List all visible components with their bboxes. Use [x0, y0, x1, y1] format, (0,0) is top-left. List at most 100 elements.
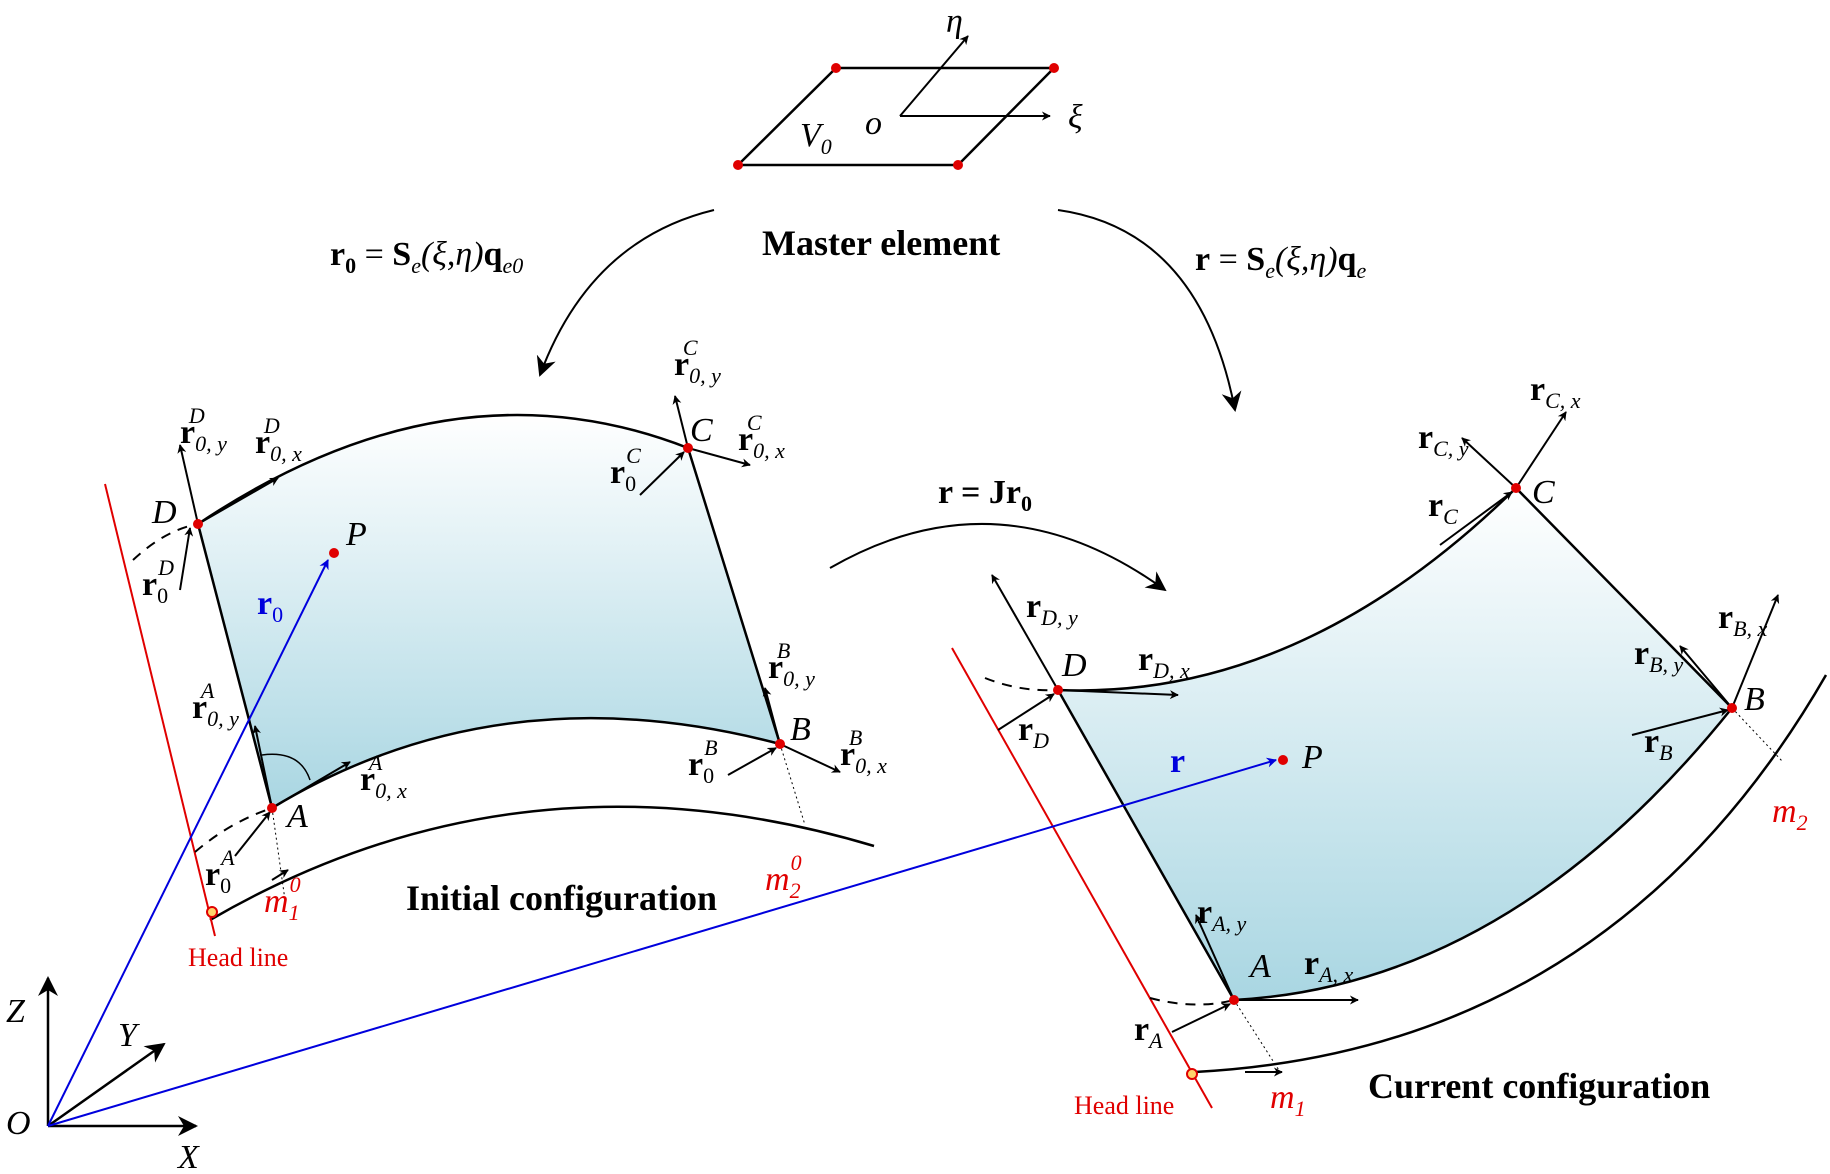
- label-rDx: rD, x: [1138, 641, 1190, 683]
- head-line-label-current: Head line: [1074, 1091, 1174, 1120]
- vec-r0yC: [672, 395, 689, 449]
- initial-head-line: [104, 483, 216, 937]
- vec-r0xA: [271, 761, 351, 809]
- label-rDy: rD, y: [1026, 588, 1078, 630]
- equation-current: r = Se(ξ,η)qe: [1195, 241, 1366, 283]
- node-B-initial: [775, 739, 785, 749]
- node-B-current: [1727, 703, 1737, 713]
- master-element: η ξ o V0 Master element: [733, 3, 1083, 263]
- initial-angle-arc: [261, 753, 311, 781]
- xi-label: ξ: [1068, 99, 1083, 136]
- label-rB: rB: [1644, 723, 1673, 765]
- vec-rB: [1631, 707, 1729, 736]
- label-r0A: r0A: [205, 845, 235, 898]
- label-r0yB: r0, yB: [768, 638, 815, 691]
- current-bottom-curve: [1194, 674, 1828, 1074]
- vec-rC: [1439, 491, 1513, 546]
- vec-r0B: [727, 747, 777, 776]
- initial-configuration: A B C D P r0A r0, yA r0, xA r0, yD r0, x…: [104, 335, 887, 972]
- label-r0yA: r0, yA: [192, 678, 239, 731]
- current-dashed-a: [1149, 997, 1235, 1006]
- vec-r-position: [47, 757, 1277, 1127]
- label-r-position: r: [1170, 743, 1185, 780]
- node-A-current: [1229, 995, 1239, 1005]
- label-C: C: [690, 412, 713, 449]
- label-r0B: r0B: [688, 735, 718, 788]
- arrow-to-initial: [536, 209, 715, 377]
- initial-dotted-a: [271, 807, 286, 901]
- master-element-title: Master element: [762, 223, 1000, 263]
- label-r0yC: r0, yC: [674, 335, 721, 388]
- axis-x-label: X: [176, 1139, 200, 1174]
- current-configuration-title: Current configuration: [1368, 1066, 1710, 1106]
- current-dotted-a: [1233, 999, 1283, 1076]
- axis-z-label: Z: [6, 993, 26, 1030]
- label-D: D: [151, 494, 177, 531]
- label-B: B: [790, 711, 811, 748]
- label-rBy: rB, y: [1634, 635, 1684, 677]
- axis-y: [47, 1042, 166, 1128]
- vec-r0xD: [197, 477, 279, 525]
- label-A-current: A: [1248, 948, 1271, 985]
- vec-m1: [271, 869, 289, 881]
- master-node: [831, 63, 841, 73]
- initial-configuration-title: Initial configuration: [406, 878, 717, 918]
- current-head-point: [1186, 1068, 1198, 1080]
- vec-rDy: [991, 574, 1059, 691]
- arrow-initial-to-current: [829, 522, 1167, 592]
- label-r0xA: r0, xA: [360, 750, 407, 803]
- label-rBx: rB, x: [1718, 599, 1768, 641]
- current-head-line: [951, 647, 1213, 1109]
- vec-r0A: [234, 811, 271, 857]
- label-m1-initial: m10: [264, 872, 301, 925]
- node-D-initial: [193, 519, 203, 529]
- vec-r0xB: [779, 743, 841, 773]
- label-C-current: C: [1532, 474, 1555, 511]
- initial-dotted-b: [779, 743, 806, 826]
- node-P-initial: [329, 548, 339, 558]
- label-rCx: rC, x: [1530, 371, 1581, 413]
- label-rC: rC: [1428, 487, 1458, 529]
- label-m2-current: m2: [1772, 793, 1808, 835]
- master-node: [953, 160, 963, 170]
- master-eta-axis: [899, 35, 969, 117]
- axis-origin-label: O: [6, 1105, 31, 1142]
- node-A-initial: [267, 803, 277, 813]
- axis-y-label: Y: [118, 1017, 140, 1054]
- current-dotted-b: [1731, 707, 1784, 763]
- label-rAx: rA, x: [1304, 945, 1354, 987]
- label-rCy: rC, y: [1418, 419, 1469, 461]
- vec-r0C: [639, 451, 685, 496]
- label-A: A: [285, 798, 308, 835]
- label-r0-position: r0: [257, 585, 283, 627]
- node-C-current: [1511, 483, 1521, 493]
- label-P: P: [345, 516, 367, 553]
- initial-dashed-a: [194, 807, 273, 853]
- origin-label: o: [865, 105, 882, 142]
- label-r0xB: r0, xB: [840, 725, 887, 778]
- label-B-current: B: [1744, 681, 1765, 718]
- initial-dashed-d: [132, 523, 199, 561]
- label-rA: rA: [1134, 1011, 1163, 1053]
- initial-head-point: [206, 906, 218, 918]
- node-D-current: [1053, 685, 1063, 695]
- global-axes: Z Y X O r0 r: [6, 559, 1277, 1174]
- label-P-current: P: [1301, 739, 1323, 776]
- label-rAy: rA, y: [1197, 894, 1247, 936]
- vec-r0-position: [47, 559, 329, 1127]
- vec-rAy: [1195, 914, 1235, 1001]
- node-C-initial: [683, 443, 693, 453]
- vec-r0D: [179, 527, 194, 591]
- equation-initial: r0 = Se(ξ,η)qe0: [330, 236, 523, 278]
- node-P-current: [1278, 755, 1288, 765]
- current-dashed-d: [984, 677, 1059, 692]
- vec-r0yA: [252, 725, 273, 809]
- label-m2-initial: m20: [765, 850, 802, 903]
- vec-rCy: [1461, 437, 1517, 489]
- vec-rDx: [1057, 689, 1179, 700]
- vec-r0yB: [762, 687, 781, 745]
- label-r0xC: r0, xC: [738, 410, 785, 463]
- vec-rD: [997, 693, 1055, 731]
- vec-rBx: [1731, 594, 1780, 709]
- master-node: [1049, 63, 1059, 73]
